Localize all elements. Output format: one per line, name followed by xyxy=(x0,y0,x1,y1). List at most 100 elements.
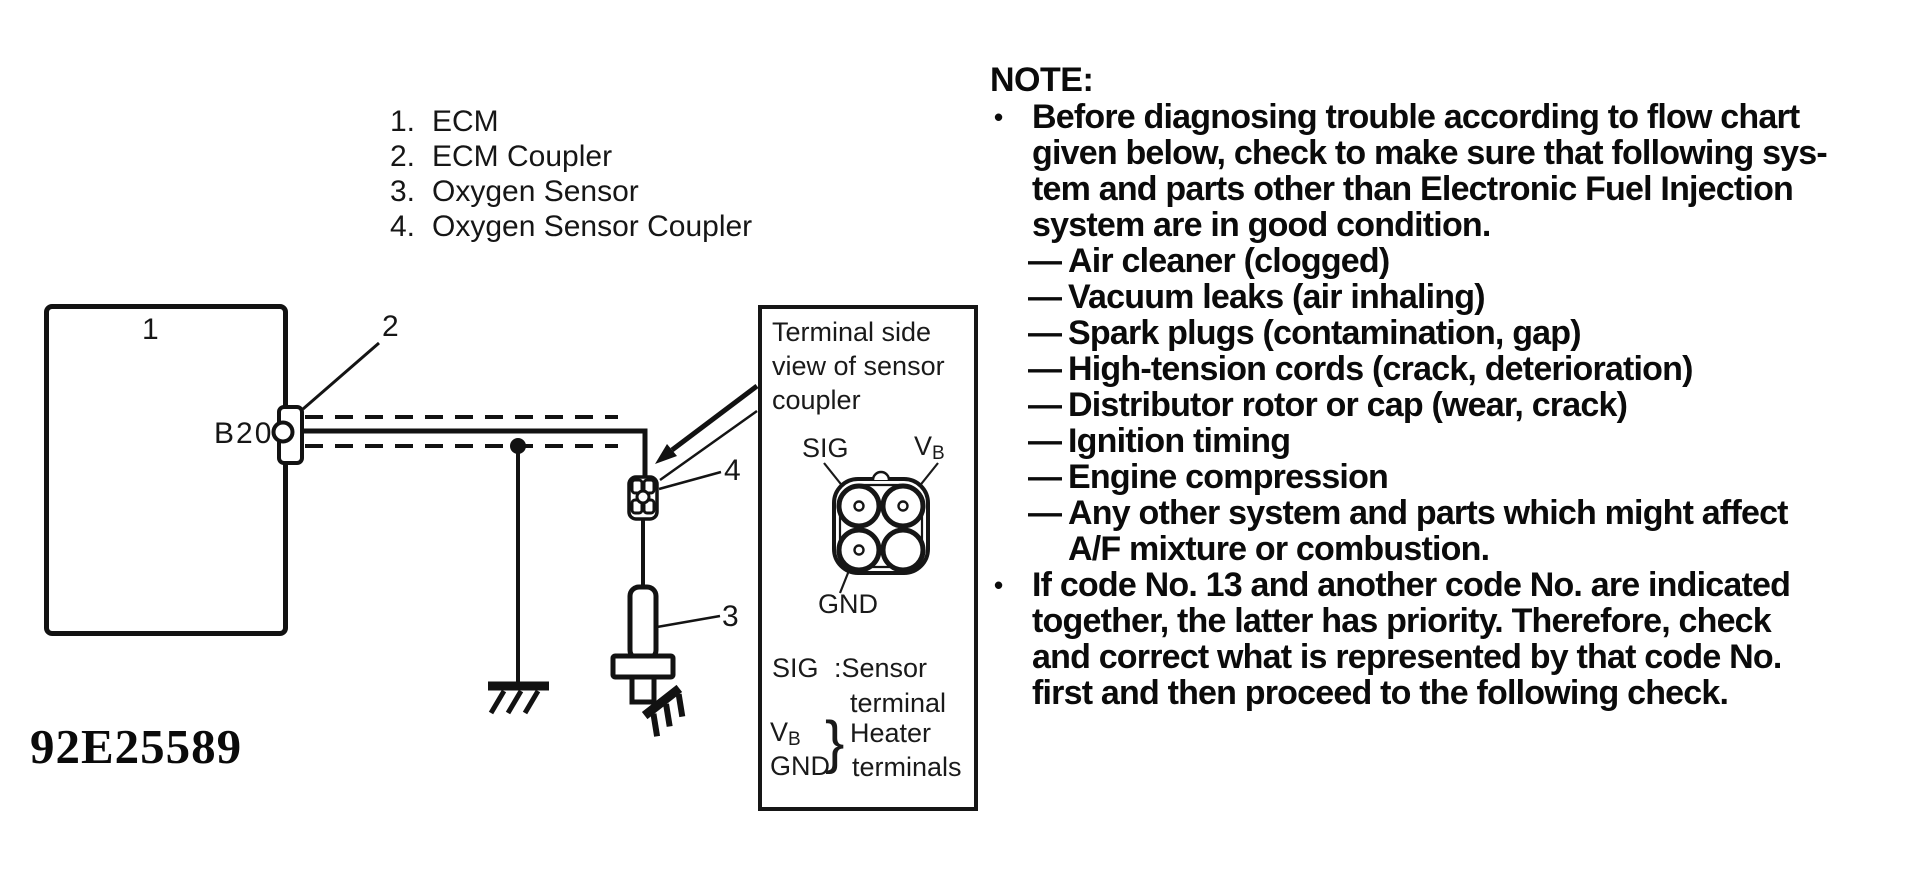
legend-number: 2. xyxy=(390,140,416,173)
legend-vb-sub: B xyxy=(788,729,801,750)
legend-item-4: 4. Oxygen Sensor Coupler xyxy=(390,209,752,244)
note-line: first and then proceed to the following … xyxy=(1032,674,1729,712)
legend-label: Oxygen Sensor Coupler xyxy=(432,210,753,243)
dash-item-text: Ignition timing xyxy=(1068,422,1291,460)
dash-item: — Vacuum leaks (air inhaling) xyxy=(1028,279,1890,315)
note-line: Any other system and parts which might a… xyxy=(1068,494,1789,532)
dash-item-text: Any other system and parts which might a… xyxy=(1068,494,1789,568)
oxygen-sensor-symbol xyxy=(610,584,676,705)
coupler-face-diagram xyxy=(823,462,939,594)
note-dash-list: — Air cleaner (clogged) — Vacuum leaks (… xyxy=(1028,243,1890,567)
legend-vb-main: V xyxy=(770,717,789,747)
dash-item: — Ignition timing xyxy=(1028,423,1890,459)
note-title: NOTE: xyxy=(990,61,1094,99)
legend-label: ECM Coupler xyxy=(432,140,613,173)
sensor-coupler-leader-line xyxy=(658,470,722,491)
dash-icon: — xyxy=(1028,314,1062,352)
note-bullet-item: • If code No. 13 and another code No. ar… xyxy=(990,567,1890,711)
dash-icon: — xyxy=(1028,422,1062,460)
legend-label: Oxygen Sensor xyxy=(432,175,639,208)
terminal-view-title-line: coupler xyxy=(772,385,861,415)
legend-vb: VB xyxy=(770,715,801,757)
legend-gnd: GND xyxy=(770,751,830,781)
note-line: and correct what is represented by that … xyxy=(1032,638,1782,676)
dash-item: — High-tension cords (crack, deteriorati… xyxy=(1028,351,1890,387)
dash-icon: — xyxy=(1028,386,1062,424)
note-bullet-item: • Before diagnosing trouble according to… xyxy=(990,99,1890,243)
note-line: system are in good condition. xyxy=(1032,206,1491,244)
dash-icon: — xyxy=(1028,494,1062,532)
sensor-coupler-number-label: 4 xyxy=(724,454,741,487)
terminal-b20-label: B20 xyxy=(214,417,274,450)
coupler-key-tab xyxy=(871,470,891,481)
bullet-icon: • xyxy=(994,570,1004,600)
dash-icon: — xyxy=(1028,458,1062,496)
terminal-view-title-line: view of sensor xyxy=(772,351,945,381)
dash-item: — Air cleaner (clogged) xyxy=(1028,243,1890,279)
note-line: A/F mixture or combustion. xyxy=(1068,530,1490,568)
note-line: Before diagnosing trouble according to f… xyxy=(1032,98,1800,136)
dash-item-text: High-tension cords (crack, deterioration… xyxy=(1068,350,1693,388)
dash-item: — Distributor rotor or cap (wear, crack) xyxy=(1028,387,1890,423)
parts-legend: 1. ECM 2. ECM Coupler 3. Oxygen Sensor 4… xyxy=(390,104,752,244)
legend-number: 4. xyxy=(390,210,416,243)
dash-item-text: Spark plugs (contamination, gap) xyxy=(1068,314,1582,352)
note-line: given below, check to make sure that fol… xyxy=(1032,134,1828,172)
dash-icon: — xyxy=(1028,350,1062,388)
ecm-box xyxy=(44,304,288,636)
dash-item: — Spark plugs (contamination, gap) xyxy=(1028,315,1890,351)
coupler-inner-outline xyxy=(838,483,924,569)
terminal-view-arrow-line xyxy=(670,384,759,452)
pin-label-vb-sub: B xyxy=(932,443,945,464)
dash-item-text: Air cleaner (clogged) xyxy=(1068,242,1390,280)
pin-dot-sig xyxy=(853,500,865,512)
legend-item-2: 2. ECM Coupler xyxy=(390,139,752,174)
pin-label-sig: SIG xyxy=(802,433,849,463)
note-line: tem and parts other than Electronic Fuel… xyxy=(1032,170,1794,208)
ecm-coupler-number-label: 2 xyxy=(382,310,399,343)
legend-sig: SIG xyxy=(772,653,819,683)
legend-heater2: terminals xyxy=(852,752,962,782)
legend-item-3: 3. Oxygen Sensor xyxy=(390,174,752,209)
dash-item: — Engine compression xyxy=(1028,459,1890,495)
oxygen-sensor-number-label: 3 xyxy=(722,600,739,633)
note-text: If code No. 13 and another code No. are … xyxy=(1032,566,1791,712)
pin-label-vb-main: V xyxy=(914,431,933,461)
note-block: NOTE: • Before diagnosing trouble accord… xyxy=(990,61,1890,712)
note-line: together, the latter has priority. There… xyxy=(1032,602,1772,640)
legend-heater1: Heater xyxy=(850,718,932,748)
dash-item: — Any other system and parts which might… xyxy=(1028,495,1890,567)
figure-code: 92E25589 xyxy=(30,719,243,774)
legend-number: 1. xyxy=(390,105,416,138)
pin-dot-vb xyxy=(897,500,909,512)
wiring-diagram-linework xyxy=(271,341,759,737)
dash-item-text: Vacuum leaks (air inhaling) xyxy=(1068,278,1486,316)
terminal-view-leader-line xyxy=(659,409,758,482)
terminal-view-arrowhead-icon xyxy=(655,444,677,464)
sensor-leader-line xyxy=(656,614,721,629)
b20-terminal-circle xyxy=(271,420,295,444)
sensor-coupler-symbol xyxy=(627,475,659,521)
sensor-body-ground-icon xyxy=(641,684,686,737)
pin-hole-4 xyxy=(880,527,926,573)
pin-label-gnd: GND xyxy=(818,589,878,619)
ecm-number-label: 1 xyxy=(142,313,159,346)
dash-item-text: Engine compression xyxy=(1068,458,1389,496)
pin-label-vb: VB xyxy=(914,429,945,471)
bullet-icon: • xyxy=(994,102,1004,132)
note-line: If code No. 13 and another code No. are … xyxy=(1032,566,1791,604)
terminal-view-box: Terminal side view of sensor coupler SIG… xyxy=(758,305,978,811)
dash-item-text: Distributor rotor or cap (wear, crack) xyxy=(1068,386,1628,424)
heater-brace: } xyxy=(825,710,845,775)
legend-number: 3. xyxy=(390,175,416,208)
legend-item-1: 1. ECM xyxy=(390,104,752,139)
signal-wire xyxy=(302,428,648,479)
terminal-view-title-line: Terminal side xyxy=(772,317,932,347)
dash-icon: — xyxy=(1028,242,1062,280)
pin-dot-gnd xyxy=(853,544,865,556)
legend-sig-desc2: terminal xyxy=(850,688,947,718)
note-text: Before diagnosing trouble according to f… xyxy=(1032,98,1828,244)
legend-label: ECM xyxy=(432,105,499,138)
dash-icon: — xyxy=(1028,278,1062,316)
